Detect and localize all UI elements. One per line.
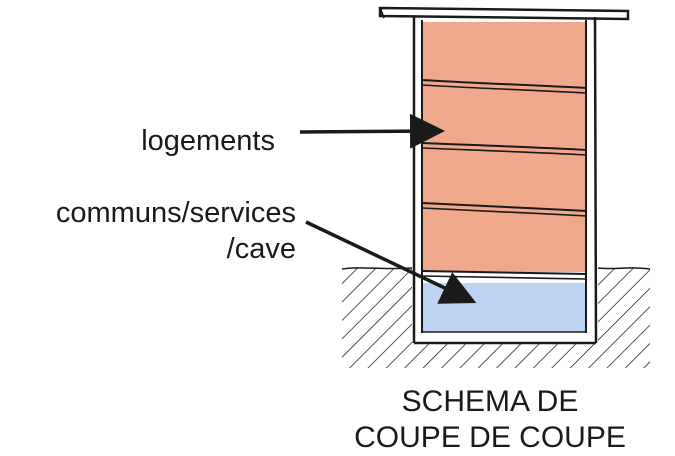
housing-floors <box>421 22 588 280</box>
label-commons-line2: /cave <box>226 233 296 265</box>
roof-slab <box>378 6 630 21</box>
building-walls <box>412 16 598 345</box>
label-housing: logements <box>141 125 275 157</box>
arrow-commons <box>305 220 477 304</box>
cellar-level <box>422 283 587 333</box>
label-commons-line1: communs/services <box>55 197 296 229</box>
arrows <box>299 113 477 304</box>
arrow-housing <box>299 113 445 149</box>
caption-line2: COUPE DE COUPE <box>354 421 626 454</box>
caption-line1: SCHEMA DE <box>401 385 579 418</box>
